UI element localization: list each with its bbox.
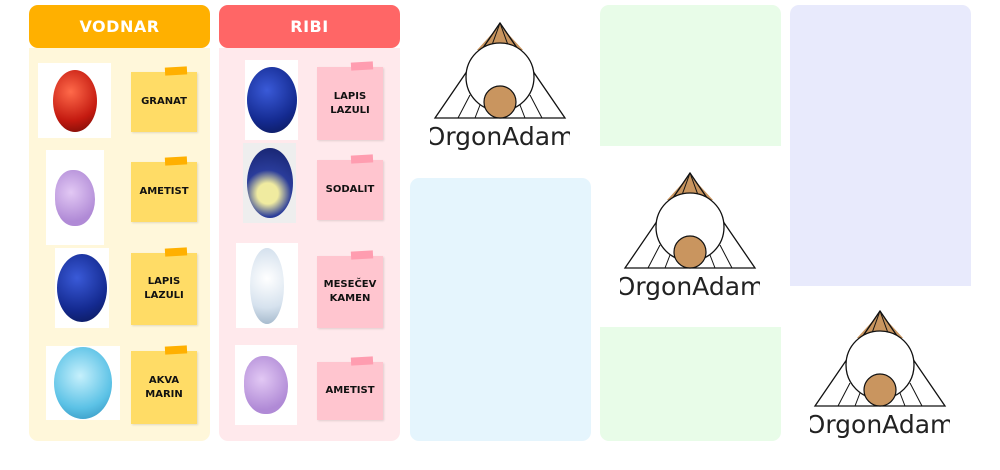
column-header-vodnar: VODNAR bbox=[29, 5, 210, 48]
panel-lavender bbox=[790, 5, 971, 286]
note-ametist: AMETIST bbox=[317, 362, 383, 420]
note-ametist: AMETIST bbox=[131, 162, 197, 222]
note-lapis-lazuli: LAPIS LAZULI bbox=[317, 67, 383, 140]
note-akva-marin: AKVA MARIN bbox=[131, 351, 197, 424]
svg-text:OrgonAdam: OrgonAdam bbox=[810, 410, 950, 439]
panel-green-top bbox=[600, 5, 781, 146]
orgonadam-logo: OrgonAdam bbox=[810, 309, 950, 439]
note-granat: GRANAT bbox=[131, 72, 197, 132]
gem-image-mesecev-kamen bbox=[236, 243, 298, 328]
gem-image-sodalit bbox=[243, 143, 296, 223]
svg-text:OrgonAdam: OrgonAdam bbox=[430, 122, 570, 151]
gem-image-akva-marin bbox=[46, 346, 120, 420]
gem-image-lapis-lazuli bbox=[55, 248, 109, 328]
orgonadam-logo: OrgonAdam bbox=[620, 171, 760, 301]
panel-green-bottom bbox=[600, 327, 781, 441]
gem-image-lapis-lazuli bbox=[245, 60, 298, 140]
note-lapis-lazuli: LAPIS LAZULI bbox=[131, 253, 197, 325]
gem-image-ametist bbox=[46, 150, 104, 245]
panel-blue bbox=[410, 178, 591, 441]
column-header-ribi: RIBI bbox=[219, 5, 400, 48]
svg-text:OrgonAdam: OrgonAdam bbox=[620, 272, 760, 301]
gem-image-granat bbox=[38, 63, 111, 138]
orgonadam-logo: OrgonAdam bbox=[430, 21, 570, 151]
gem-image-ametist bbox=[235, 345, 297, 425]
note-mesecev-kamen: MESEČEV KAMEN bbox=[317, 256, 383, 328]
note-sodalit: SODALIT bbox=[317, 160, 383, 220]
